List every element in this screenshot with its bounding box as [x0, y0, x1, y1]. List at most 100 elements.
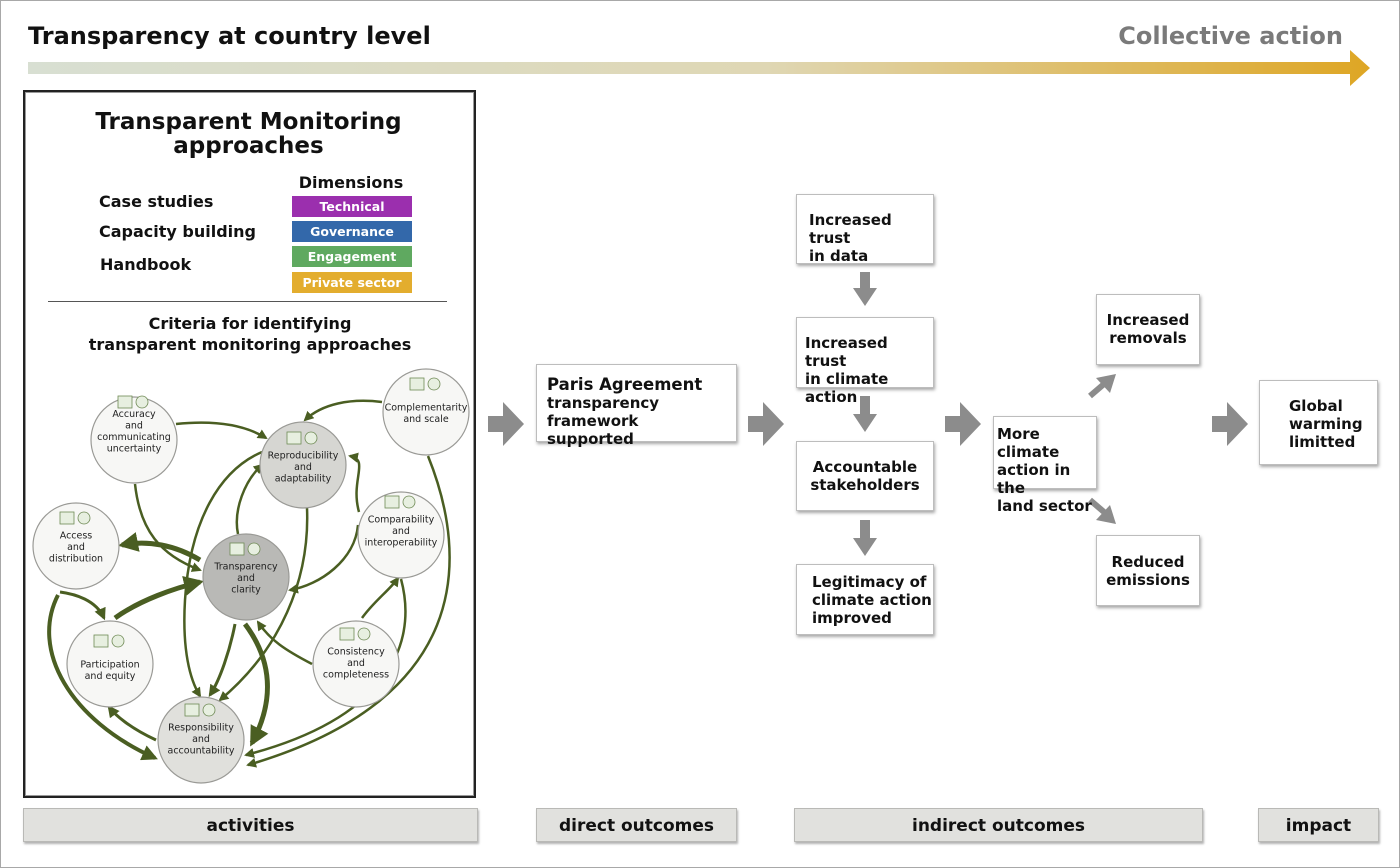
criterion-label: interoperability: [365, 538, 438, 549]
paris-agreement-line-3: supported: [547, 430, 634, 448]
impact-line-1: Global: [1289, 397, 1343, 415]
panel-title: Transparent Monitoring approaches: [60, 110, 437, 158]
removals-line-1: Increased: [1106, 311, 1190, 329]
flow-arrow-indirect-to-more-action: [945, 402, 981, 446]
trust-data-line-2: in data: [809, 247, 869, 265]
activity-case-studies: Case studies: [99, 192, 214, 211]
criterion-badge-icon: [202, 703, 216, 717]
stage-impact: impact: [1258, 808, 1379, 842]
diagonal-arrow-up-line: [1088, 381, 1106, 399]
dimension-private-sector: Private sector: [292, 272, 412, 293]
criterion-chart-icon: [117, 395, 133, 409]
network-arrow-12: [288, 524, 360, 594]
criterion-badge-icon: [357, 627, 371, 641]
criterion-label: Complementarity: [385, 402, 468, 413]
legitimacy-box: Legitimacy of climate action improved: [796, 564, 934, 635]
impact-line-2: warming: [1289, 415, 1363, 433]
emissions-line-2: emissions: [1106, 571, 1190, 589]
network-arrow-5: [113, 576, 204, 621]
criterion-circle: [202, 533, 290, 621]
removals-line-2: removals: [1109, 329, 1187, 347]
criterion-circle: [66, 620, 154, 708]
panel-title-line-2: approaches: [173, 133, 324, 159]
accountable-stakeholders-box: Accountable stakeholders: [796, 441, 934, 511]
panel-title-line-1: Transparent Monitoring: [95, 109, 402, 135]
criterion-label: clarity: [231, 585, 261, 596]
criterion-badge-icon: [111, 634, 125, 648]
panel-divider: [48, 301, 447, 302]
criterion-label: and: [67, 542, 85, 553]
network-arrow-7: [47, 594, 158, 761]
dimension-governance: Governance: [292, 221, 412, 242]
emissions-line-1: Reduced: [1111, 553, 1185, 571]
dimension-engagement: Engagement: [292, 246, 412, 267]
criterion-label: and: [392, 526, 410, 537]
down-arrow-2: [853, 396, 877, 432]
criterion-label: and: [347, 658, 365, 669]
network-arrow-2: [303, 399, 383, 422]
legitimacy-line-3: improved: [812, 609, 892, 627]
paris-agreement-line-2: transparency framework: [547, 394, 660, 430]
criterion-label: Responsibility: [168, 723, 234, 734]
criterion-badge-icon: [77, 511, 91, 525]
more-action-line-3: land sector: [997, 497, 1092, 515]
criterion-label: and: [237, 573, 255, 584]
criterion-chart-icon: [184, 703, 200, 717]
criteria-title: Criteria for identifying transparent mon…: [80, 313, 420, 355]
dimension-technical: Technical: [292, 196, 412, 217]
network-arrow-13: [348, 452, 361, 513]
more-action-line-2: action in the: [997, 461, 1071, 497]
trust-action-box: Increased trust in climate action: [796, 317, 934, 406]
stage-activities: activities: [23, 808, 478, 842]
criterion-chart-icon: [59, 511, 75, 525]
network-arrow-8: [107, 705, 157, 742]
criterion-badge-icon: [402, 495, 416, 509]
reduced-emissions-box: Reduced emissions: [1096, 535, 1200, 606]
network-arrow-1: [175, 421, 268, 440]
criterion-circle: [382, 368, 470, 456]
criterion-label: completeness: [323, 670, 389, 681]
criterion-label: and: [125, 420, 143, 431]
criterion-label: and: [192, 734, 210, 745]
legitimacy-line-2: climate action: [812, 591, 932, 609]
criterion-label: Access: [60, 531, 93, 542]
trust-data-box: Increased trust in data: [796, 194, 934, 265]
down-arrow-3: [853, 520, 877, 556]
criterion-chart-icon: [384, 495, 400, 509]
more-climate-action-box: More climate action in the land sector: [993, 416, 1097, 515]
flow-arrow-activities-to-direct: [488, 402, 524, 446]
activity-capacity-building: Capacity building: [99, 222, 256, 241]
criterion-circle: [32, 502, 120, 590]
criteria-title-line-1: Criteria for identifying: [148, 314, 352, 333]
network-arrow-16: [208, 623, 237, 697]
stage-indirect-outcomes: indirect outcomes: [794, 808, 1203, 842]
global-warming-box: Global warming limitted: [1259, 380, 1378, 465]
criterion-label: Participation: [80, 659, 139, 670]
criterion-circle: [312, 620, 400, 708]
criterion-badge-icon: [304, 431, 318, 445]
paris-agreement-box: Paris Agreement transparency framework s…: [536, 364, 737, 448]
criterion-badge-icon: [247, 542, 261, 556]
criterion-label: uncertainty: [107, 443, 162, 454]
increased-removals-box: Increased removals: [1096, 294, 1200, 365]
network-arrow-3: [133, 483, 202, 572]
criterion-label: Transparency: [213, 562, 278, 573]
criterion-chart-icon: [339, 627, 355, 641]
stage-direct-outcomes: direct outcomes: [536, 808, 737, 842]
activity-handbook: Handbook: [100, 255, 192, 274]
criteria-title-line-2: transparent monitoring approaches: [88, 335, 412, 354]
header-title: Transparency at country level: [28, 22, 431, 50]
trust-action-line-2: in climate action: [805, 370, 889, 406]
criterion-chart-icon: [409, 377, 425, 391]
criterion-label: accountability: [168, 746, 235, 757]
